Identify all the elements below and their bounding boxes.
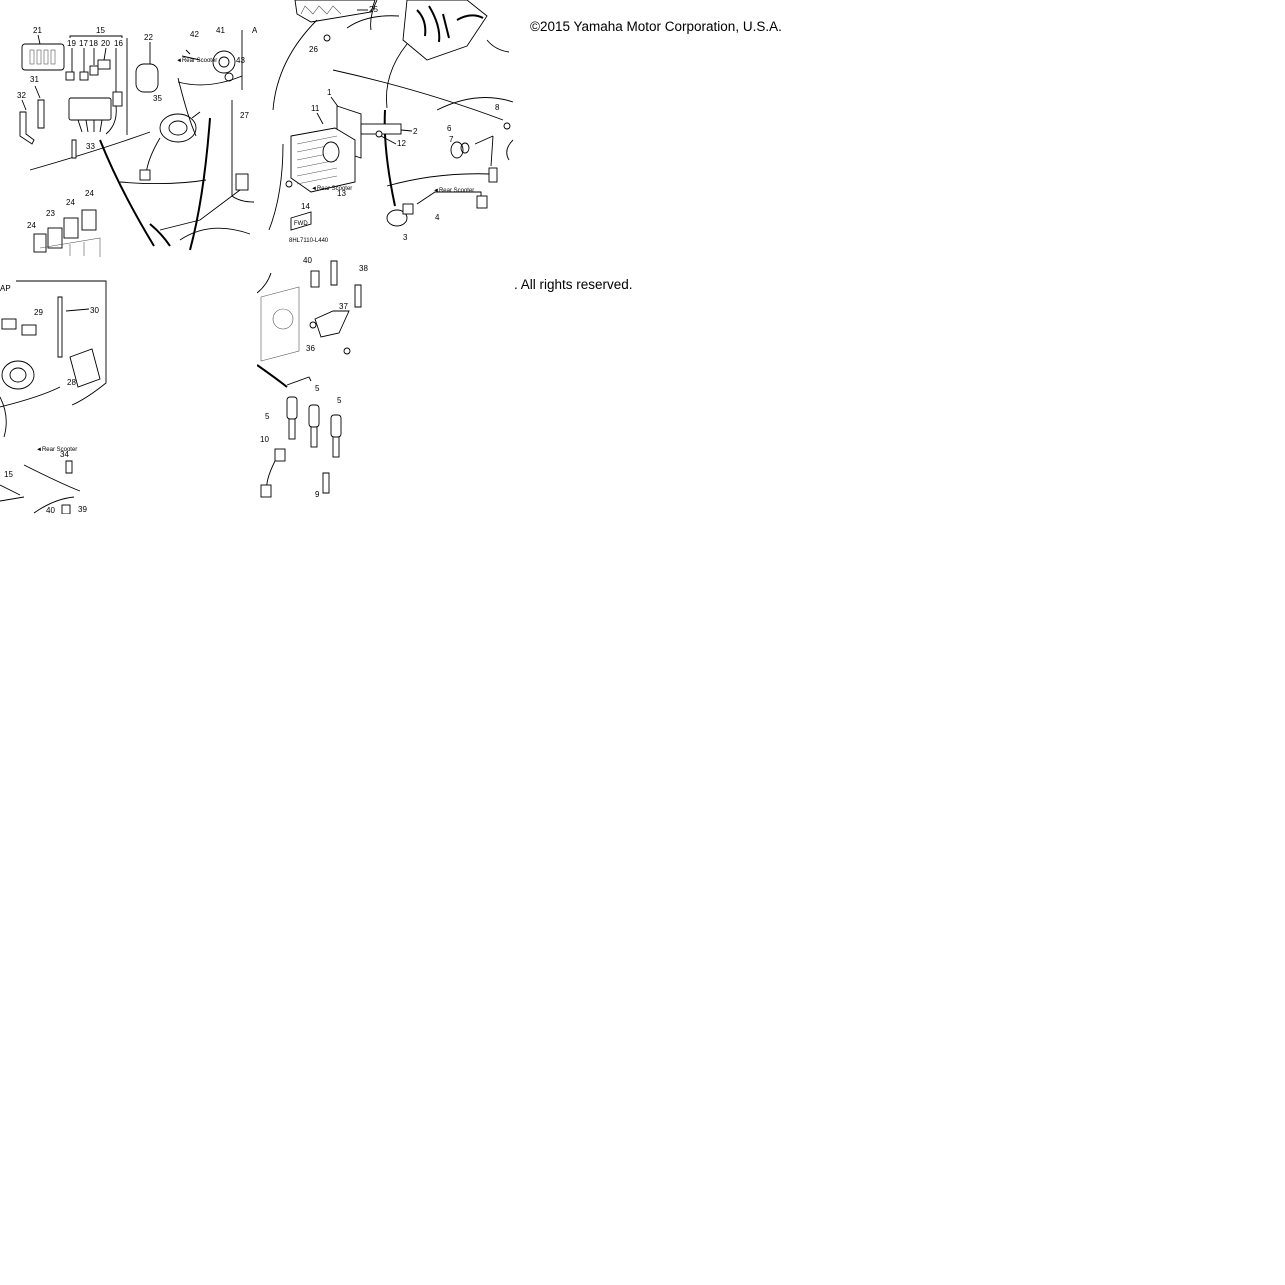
svg-text:◄Rear Scooter: ◄Rear Scooter [311,186,352,192]
callout-31: 31 [30,75,39,84]
drawing-code: 8HL7110-L440 [289,238,329,244]
wiring-diagram-tile-2: 25 26 1 11 2 12 13 ◄Rear Scooter [268,0,514,244]
rights-reserved-text: . All rights reserved. [514,277,633,292]
callout-20: 20 [101,39,110,48]
callout-5b: 5 [337,396,342,405]
callout-11: 11 [311,104,320,113]
callout-37: 37 [339,302,348,311]
callout-24c: 24 [27,221,36,230]
svg-text:◄Rear Scooter: ◄Rear Scooter [36,447,77,453]
callout-19: 19 [67,39,76,48]
callout-22: 22 [144,33,153,42]
callout-7: 7 [449,135,454,144]
diagram-tile-bottom-left: AP 29 30 28 ◄Rear Scooter 34 15 40 39 [0,257,257,514]
callout-13: 13 [337,189,346,198]
callout-15b: 15 [4,470,13,479]
callout-40b: 40 [46,506,55,514]
callout-10: 10 [260,435,269,444]
diagram-tile-bottom-right: 40 38 37 36 5 5 5 10 9 [257,257,514,514]
callout-23: 23 [46,209,55,218]
callout-18: 18 [89,39,98,48]
callout-12: 12 [397,139,406,148]
svg-text:A: A [252,26,257,35]
callout-34: 34 [60,450,69,459]
callout-24a: 24 [85,189,94,198]
callout-26: 26 [309,45,318,54]
callout-43: 43 [236,56,245,65]
callout-2: 2 [413,127,418,136]
callout-15: 15 [96,26,105,35]
callout-29: 29 [34,308,43,317]
callout-21: 21 [33,26,42,35]
wiring-diagram-tile-3: AP 29 30 28 ◄Rear Scooter 34 15 40 39 [0,280,107,514]
callout-24b: 24 [66,198,75,207]
copyright-text: ©2015 Yamaha Motor Corporation, U.S.A. [530,19,782,34]
callout-41: 41 [216,26,225,35]
svg-text:AP: AP [0,284,11,293]
callout-14: 14 [301,202,310,211]
callout-38: 38 [359,264,368,273]
diagram-tile-top-right: 25 26 1 11 2 12 13 ◄Rear Scooter [257,0,514,257]
callout-28: 28 [67,378,76,387]
callout-5c: 5 [265,412,270,421]
fwd-arrow [290,211,312,231]
diagram-tile-top-left: 21 15 19 17 18 20 16 22 42 41 43 ◄Rear S… [0,0,257,257]
callout-1: 1 [327,88,332,97]
fwd-label: FWD [294,221,308,227]
callout-9: 9 [315,490,320,499]
wiring-diagram-tile-4: 40 38 37 36 5 5 5 10 9 [257,257,368,499]
callout-17: 17 [79,39,88,48]
fuse-box [21,43,65,71]
callout-36: 36 [306,344,315,353]
callout-5a: 5 [315,384,320,393]
callout-42: 42 [190,30,199,39]
callout-8: 8 [495,103,500,112]
callout-25: 25 [369,5,378,14]
callout-3: 3 [403,233,408,242]
callout-40: 40 [303,257,312,265]
callout-16: 16 [114,39,123,48]
callout-27: 27 [240,111,249,120]
wiring-diagram-tile-1: 21 15 19 17 18 20 16 22 42 41 43 ◄Rear S… [17,26,257,257]
callout-30: 30 [90,306,99,315]
svg-text:◄Rear Scooter: ◄Rear Scooter [433,188,474,194]
callout-6: 6 [447,124,452,133]
callout-32: 32 [17,91,26,100]
callout-39: 39 [78,505,87,514]
callout-35: 35 [153,94,162,103]
callout-33: 33 [86,142,95,151]
callout-4: 4 [435,213,440,222]
svg-text:◄Rear Scooter: ◄Rear Scooter [176,58,217,64]
